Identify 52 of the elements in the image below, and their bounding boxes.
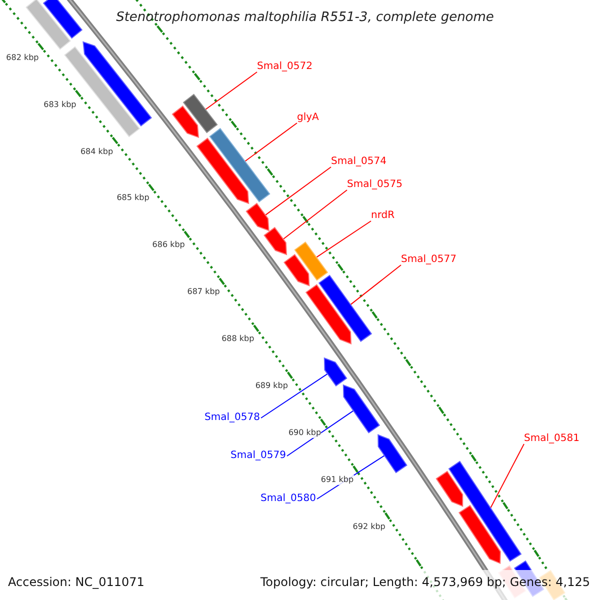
- scale-label: 691 kbp: [320, 475, 354, 486]
- gene-label: nrdR: [371, 210, 395, 222]
- gene-block: [378, 434, 408, 474]
- gene-block: [284, 254, 310, 286]
- gene-block: [342, 384, 380, 434]
- scale-label: 687 kbp: [187, 287, 220, 298]
- gene-block: [436, 470, 464, 507]
- leader-line: [244, 122, 298, 162]
- leader-line: [260, 373, 328, 418]
- leader-line: [286, 410, 354, 456]
- scale-label: 690 kbp: [288, 428, 322, 438]
- gene-label: Smal_0578: [204, 412, 260, 424]
- gene-block: [209, 128, 270, 202]
- gene-block: [172, 106, 200, 138]
- scale-label: 682 kbp: [6, 52, 39, 63]
- map-title: Stenotrophomonas maltophilia R551-3, complete genome: [115, 10, 495, 25]
- scale-label: 688 kbp: [222, 334, 254, 344]
- scale-label: 689 kbp: [255, 381, 288, 392]
- gene-block: [196, 138, 250, 204]
- genome-info-text: Topology: circular; Length: 4,573,969 bp; Genes: 4,125: [260, 575, 590, 589]
- leader-line: [490, 444, 524, 508]
- gene-label: Smal_0575: [347, 179, 402, 191]
- gene-block: [448, 460, 522, 562]
- gene-block: [318, 274, 372, 342]
- gene-block: [182, 94, 218, 134]
- scale-label: 683 kbp: [44, 100, 76, 110]
- gene-block: [305, 284, 352, 344]
- gene-block: [458, 504, 501, 564]
- scale-label: 692 kbp: [352, 522, 386, 532]
- scale-label: 684 kbp: [80, 146, 114, 157]
- scale-label: 686 kbp: [152, 240, 185, 250]
- gene-label: Smal_0577: [401, 254, 456, 266]
- leader-line: [264, 166, 332, 216]
- gene-label: Smal_0579: [230, 450, 286, 462]
- gene-label: Smal_0572: [257, 61, 312, 73]
- gene-block: [324, 357, 348, 386]
- gene-block: [82, 41, 152, 126]
- accession-text: Accession: NC_011071: [8, 575, 144, 589]
- gene-block: [264, 226, 288, 256]
- leader-line: [316, 220, 372, 258]
- gene-block: [64, 46, 140, 138]
- gene-label: Smal_0580: [260, 493, 316, 505]
- gene-label: Smal_0574: [331, 156, 386, 168]
- leader-line: [282, 190, 348, 240]
- gene-block: [246, 202, 270, 232]
- gene-block: [294, 242, 328, 281]
- scale-label: 685 kbp: [116, 193, 150, 204]
- gene-label: Smal_0581: [524, 433, 580, 445]
- gene-label: glyA: [297, 112, 319, 124]
- gene-block: [42, 0, 83, 39]
- leader-line: [350, 264, 402, 306]
- gene-block: [26, 0, 71, 50]
